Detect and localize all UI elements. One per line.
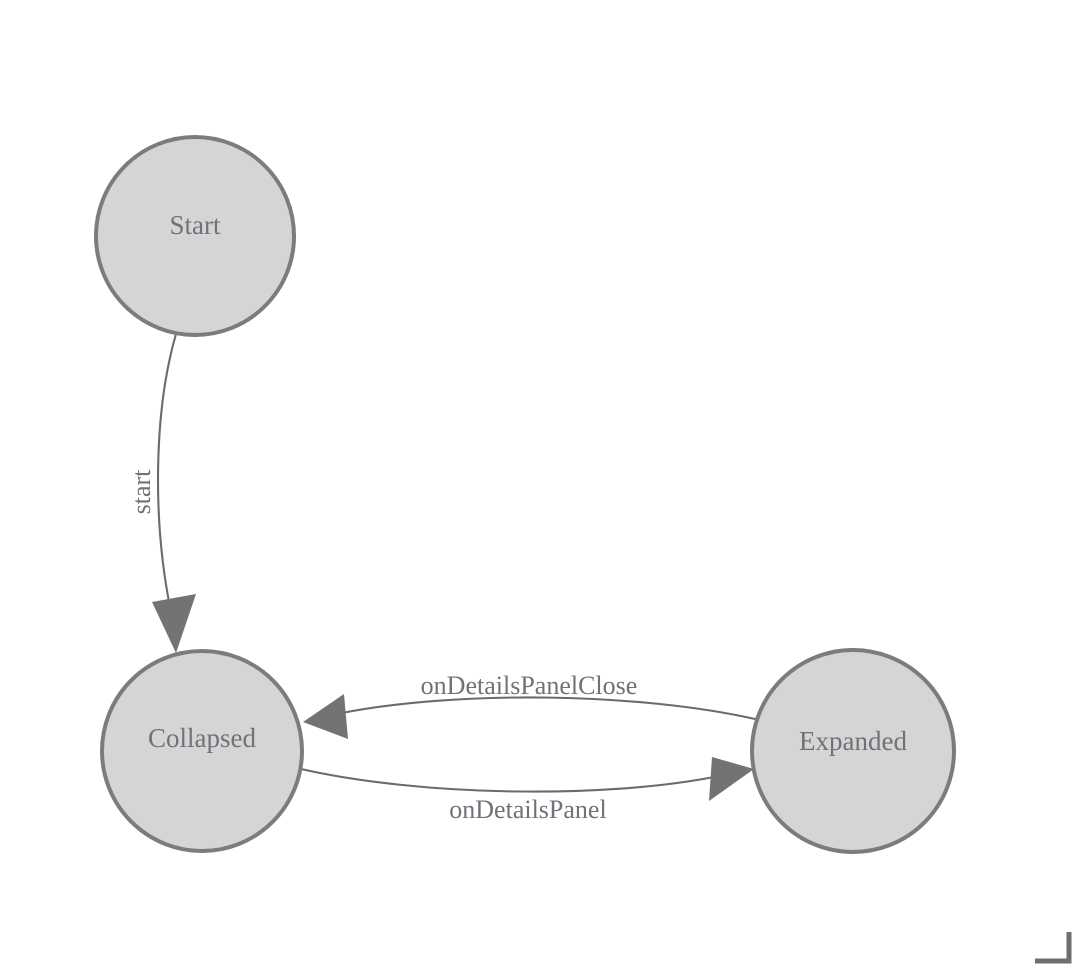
resize-corner-mark-path — [1035, 932, 1072, 964]
edge-expanded-to-collapsed[interactable] — [303, 694, 757, 739]
node-expanded-circle[interactable] — [750, 648, 956, 854]
edge-path-collapsed-to-expanded — [299, 767, 716, 793]
edge-label-on-details-panel-close: onDetailsPanelClose — [421, 671, 638, 700]
node-start[interactable]: Start — [94, 135, 296, 337]
edge-path-expanded-to-collapsed — [340, 696, 757, 721]
edge-start-to-collapsed[interactable] — [152, 332, 196, 653]
arrowhead-left-collapsed — [303, 694, 348, 739]
node-expanded[interactable]: Expanded — [750, 648, 956, 854]
node-start-label: Start — [170, 210, 221, 240]
node-start-circle[interactable] — [94, 135, 296, 337]
node-expanded-label: Expanded — [799, 726, 907, 756]
arrowhead-right-expanded — [709, 757, 754, 801]
edge-collapsed-to-expanded[interactable] — [299, 757, 754, 801]
edge-label-on-details-panel: onDetailsPanel — [449, 795, 606, 824]
edge-path-start-to-collapsed — [156, 332, 178, 614]
node-collapsed[interactable]: Collapsed — [100, 649, 304, 853]
resize-corner-mark[interactable] — [1035, 932, 1072, 964]
node-collapsed-label: Collapsed — [148, 723, 256, 753]
arrowhead-down-collapsed — [152, 594, 196, 653]
node-collapsed-circle[interactable] — [100, 649, 304, 853]
edge-label-start: start — [127, 469, 156, 515]
